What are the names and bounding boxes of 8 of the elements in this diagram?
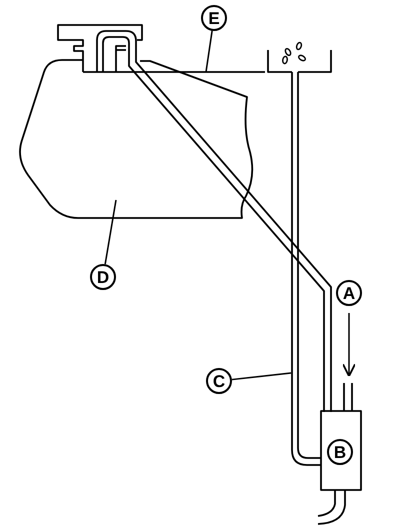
callout-letter: A xyxy=(336,280,362,306)
leader-line xyxy=(104,200,117,264)
leader-line xyxy=(205,30,213,72)
callout-letter: E xyxy=(201,5,227,31)
leader-line xyxy=(232,372,292,380)
callout-letter: B xyxy=(327,439,353,465)
callout-letter: D xyxy=(90,264,116,290)
callout-letter: C xyxy=(206,368,232,394)
